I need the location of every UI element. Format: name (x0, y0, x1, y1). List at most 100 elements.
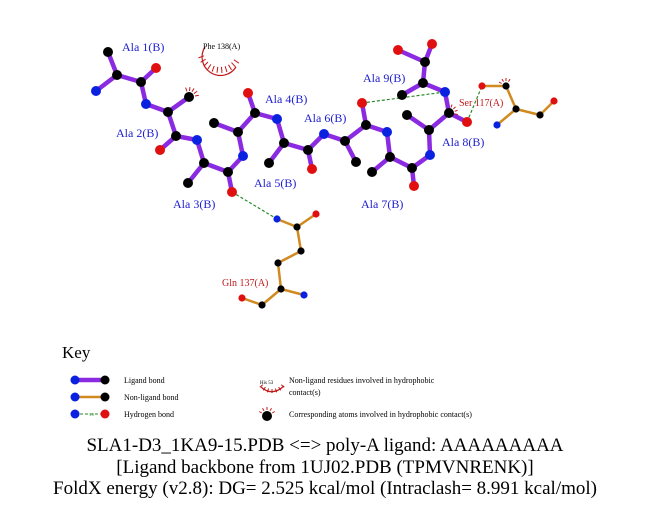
key-hydrophobic-residues-line2: contact(s) (289, 388, 321, 397)
oxygen-atom (462, 117, 472, 127)
nitrogen-atom (319, 129, 329, 139)
key-hydrogen-bond-label: Hydrogen bond (124, 410, 174, 419)
hydrophobic-spoke (262, 407, 265, 412)
carbon-atom (303, 145, 313, 155)
carbon-atom (340, 136, 350, 146)
phe138-hydrophobic-arc (201, 46, 237, 76)
bonds-layer (93, 41, 555, 307)
carbon-atom (100, 392, 110, 402)
label-ala9: Ala 9(B) (363, 71, 405, 85)
key-hydrophobic-residues-line1: Non-ligand residues involved in hydropho… (289, 376, 435, 385)
oxygen-atom (227, 187, 237, 197)
carbon-atom (209, 118, 219, 128)
carbon-atom (297, 247, 305, 255)
hydrophobic-spoke (193, 90, 198, 94)
carbon-atom (171, 131, 181, 141)
label-ala6: Ala 6(B) (304, 111, 346, 125)
carbon-atom (512, 105, 520, 113)
oxygen-atom (478, 82, 486, 90)
atom-hydrophobic-contact-icon (450, 104, 458, 116)
carbon-atom (199, 158, 209, 168)
nitrogen-atom (493, 121, 501, 129)
carbon-atom (402, 110, 412, 120)
hydrophobic-spoke (280, 384, 285, 388)
key-hydrophobic-atoms-label: Corresponding atoms involved in hydropho… (289, 410, 472, 419)
oxygen-atom (357, 98, 367, 108)
label-gln137: Gln 137(A) (222, 278, 268, 289)
hydrophobic-spoke (266, 388, 270, 393)
hydrophobic-contacts-layer (185, 46, 511, 116)
hydrophobic-spoke (453, 106, 456, 110)
nitrogen-atom (70, 392, 80, 402)
residue-labels: Ala 1(B) Ala 2(B) Ala 3(B) Ala 4(B) Ala … (116, 40, 503, 289)
hydrophobic-spoke (454, 109, 458, 112)
hydrophobic-spoke (194, 94, 199, 97)
hydrophobic-spoke (228, 64, 232, 71)
label-ala1: Ala 1(B) (122, 40, 164, 54)
hydrophobic-spoke (220, 66, 223, 73)
atoms-layer (91, 39, 558, 309)
hydrophobic-spoke (269, 407, 272, 412)
carbon-atom (367, 167, 377, 177)
carbon-atom (361, 120, 371, 130)
hydrophobic-spoke (231, 62, 236, 68)
hydrophobic-spoke (211, 65, 215, 72)
key-hbond-distance: 3.0 (89, 412, 94, 417)
oxygen-atom (155, 145, 165, 155)
key-hydrophobic-spokes-icon (259, 384, 285, 393)
label-ala3: Ala 3(B) (173, 197, 215, 211)
carbon-atom (103, 47, 113, 57)
label-ala5: Ala 5(B) (254, 176, 296, 190)
hydrophobic-spoke (271, 411, 276, 414)
key-hydrophobic-atom-spokes-icon (258, 407, 276, 414)
nonligand-bond (504, 85, 518, 110)
caption-line3: FoldX energy (v2.8): DG= 2.525 kcal/mol … (53, 478, 597, 499)
nonligand-bond (276, 262, 283, 290)
carbon-atom (258, 301, 266, 309)
nonligand-bond (295, 226, 303, 252)
key-hydrophobic-atom-icon (262, 411, 272, 421)
hydrophobic-spoke (207, 64, 212, 70)
phe138-hydrophobic-spokes (198, 55, 240, 73)
carbon-atom (420, 57, 430, 67)
oxygen-atom (550, 97, 558, 105)
carbon-atom (223, 167, 233, 177)
carbon-atom (250, 108, 260, 118)
carbon-atom (233, 127, 243, 137)
hydrophobic-spoke (200, 58, 206, 63)
oxygen-atom (312, 210, 320, 218)
hydrophobic-spoke (198, 55, 205, 59)
oxygen-atom (409, 181, 419, 191)
carbon-atom (279, 138, 289, 148)
key-ligand-bond-label: Ligand bond (124, 376, 165, 385)
key-title: Key (62, 343, 91, 362)
nonligand-bond (496, 108, 517, 126)
hydrophobic-spoke (224, 66, 228, 73)
carbon-atom (274, 259, 282, 267)
oxygen-atom (427, 39, 437, 49)
nitrogen-atom (440, 87, 450, 97)
nitrogen-atom (300, 291, 308, 299)
nitrogen-atom (425, 150, 435, 160)
hydrophobic-spoke (258, 411, 263, 414)
caption-line2: [Ligand backbone from 1UJ02.PDB (TPMVNRE… (116, 457, 533, 478)
nitrogen-atom (141, 99, 151, 109)
hydrophobic-spoke (233, 59, 240, 64)
hydrophobic-spoke (191, 88, 195, 93)
caption: SLA1-D3_1KA9-15.PDB <=> poly-A ligand: A… (53, 435, 597, 499)
hydrophobic-spoke (454, 113, 458, 116)
hydrophobic-spoke (498, 81, 502, 84)
nonligand-bond (296, 212, 317, 229)
hydrophobic-spoke (203, 61, 209, 67)
nonligand-bond (261, 288, 282, 306)
oxygen-atom (393, 45, 403, 55)
label-ala7: Ala 7(B) (361, 197, 403, 211)
carbon-atom (536, 111, 544, 119)
carbon-atom (293, 223, 301, 231)
hydrophobic-spoke (274, 388, 278, 393)
hydrophobic-spoke (278, 386, 282, 391)
carbon-atom (351, 157, 361, 167)
label-phe138: Phe 138(A) (203, 42, 240, 51)
nonligand-bond (280, 287, 305, 297)
